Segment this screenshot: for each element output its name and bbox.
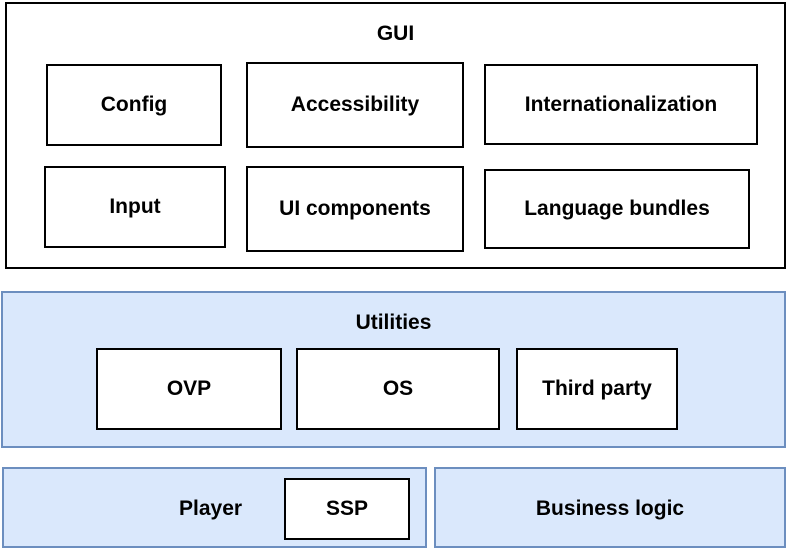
business-logic-title: Business logic [535,497,685,520]
gui-layer-title: GUI [376,22,415,45]
input-box: Input [44,166,226,248]
ui-components-box: UI components [246,166,464,252]
player-layer-title: Player [179,497,243,520]
internationalization-box: Internationalization [484,64,758,145]
utilities-layer-title: Utilities [355,311,432,334]
ssp-box: SSP [284,478,410,540]
third-party-box: Third party [516,348,678,430]
config-box: Config [46,64,222,146]
language-bundles-box: Language bundles [484,169,750,249]
business-logic-layer: Business logic [434,467,786,548]
os-box: OS [296,348,500,430]
accessibility-box: Accessibility [246,62,464,148]
ovp-box: OVP [96,348,282,430]
